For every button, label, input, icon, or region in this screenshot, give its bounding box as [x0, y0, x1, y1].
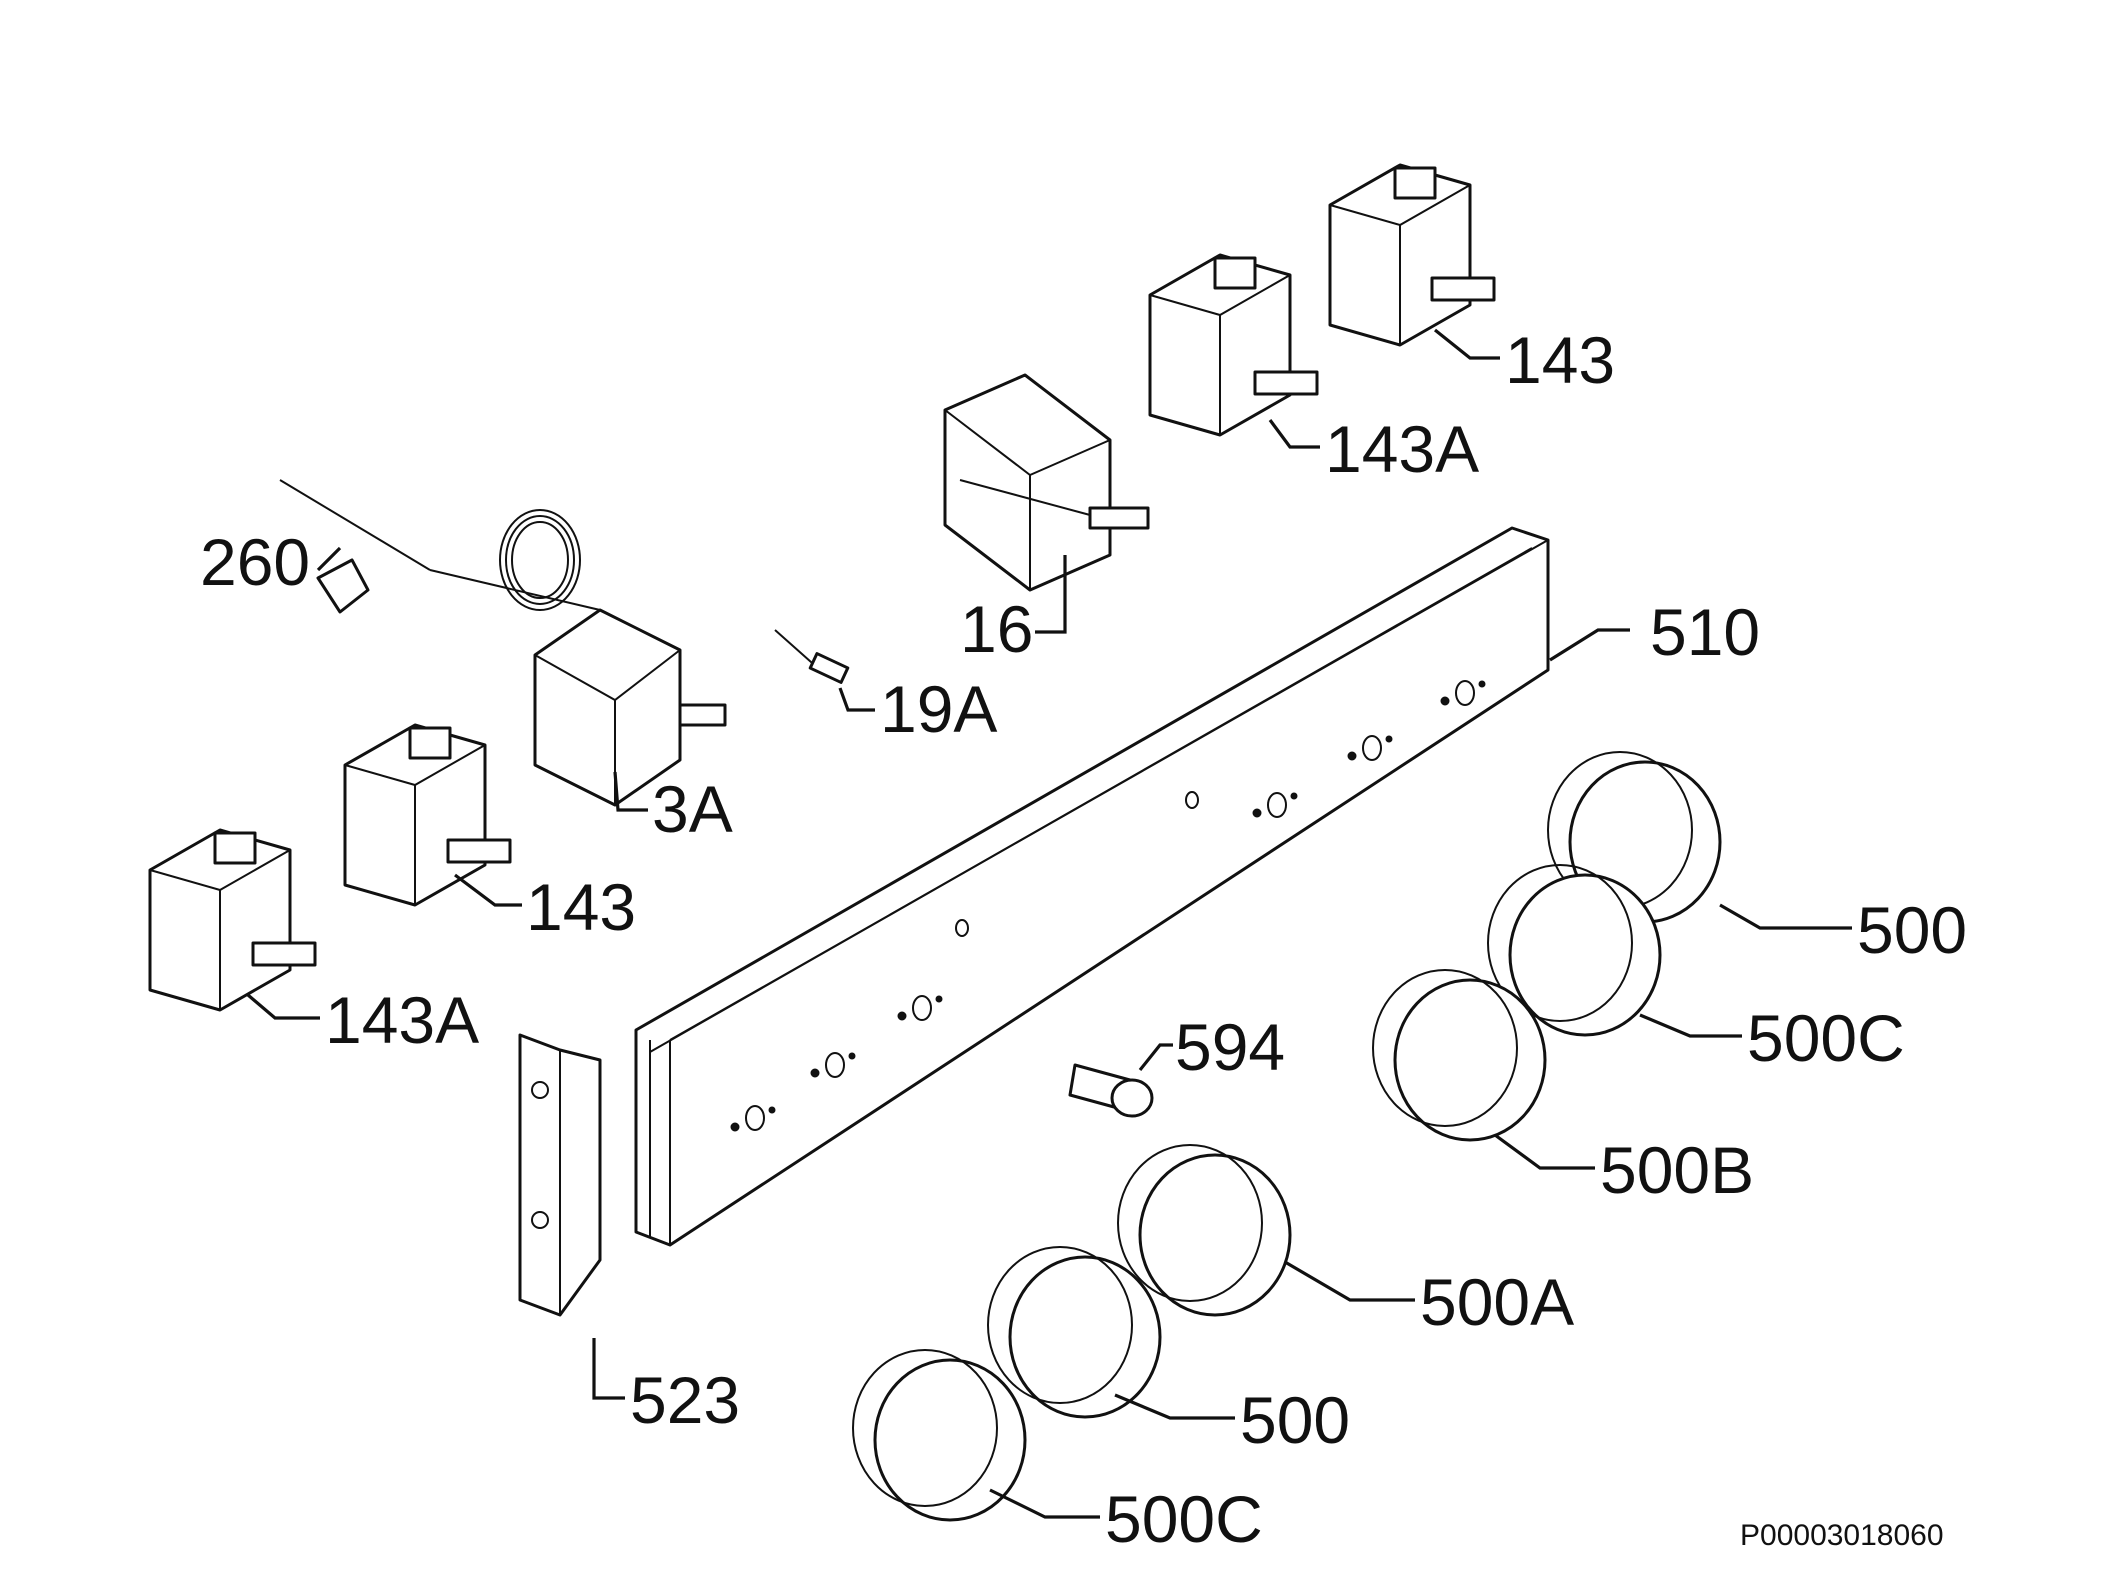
knobs — [852, 751, 1722, 1522]
indicator-lamp-19a — [774, 629, 850, 684]
label-500c-top: 500C — [1747, 1001, 1905, 1075]
leader-lines — [246, 328, 1852, 1519]
thermostat-3a — [279, 479, 727, 807]
clip-260 — [316, 558, 370, 614]
energy-regulator-143a-left — [148, 828, 317, 1012]
drawing-reference-number: P00003018060 — [1740, 1519, 1944, 1552]
knob-500a — [1117, 1144, 1292, 1317]
label-143-top: 143 — [1505, 323, 1615, 397]
label-510: 510 — [1650, 595, 1760, 669]
knob-500c-top — [1487, 864, 1662, 1037]
label-19a: 19A — [880, 672, 997, 746]
energy-regulator-143-mid — [343, 723, 512, 907]
label-143a-top: 143A — [1325, 412, 1479, 486]
label-260: 260 — [200, 525, 310, 599]
label-16: 16 — [960, 592, 1033, 666]
label-500b: 500B — [1600, 1133, 1754, 1207]
label-500a: 500A — [1420, 1265, 1574, 1339]
label-143a-left: 143A — [325, 983, 479, 1057]
knob-500b — [1372, 969, 1547, 1142]
control-panel-510 — [634, 526, 1550, 1247]
label-143-mid: 143 — [526, 870, 636, 944]
label-3a: 3A — [652, 772, 733, 846]
label-500-top: 500 — [1857, 893, 1967, 967]
label-500c-bottom: 500C — [1105, 1482, 1263, 1556]
selector-switch-16 — [943, 373, 1150, 592]
knob-500c-bottom — [852, 1349, 1027, 1522]
screw-594 — [1068, 1063, 1154, 1118]
label-500-bottom: 500 — [1240, 1383, 1350, 1457]
energy-regulator-143a-top — [1148, 253, 1319, 437]
label-523: 523 — [630, 1363, 740, 1437]
bracket-523 — [518, 1033, 602, 1317]
label-594: 594 — [1175, 1010, 1285, 1084]
knob-500-bottom — [987, 1246, 1162, 1419]
part-labels: 143 143A 16 260 19A 3A 510 143 143A 500 … — [200, 323, 1967, 1556]
energy-regulator-143-top — [1328, 163, 1496, 347]
